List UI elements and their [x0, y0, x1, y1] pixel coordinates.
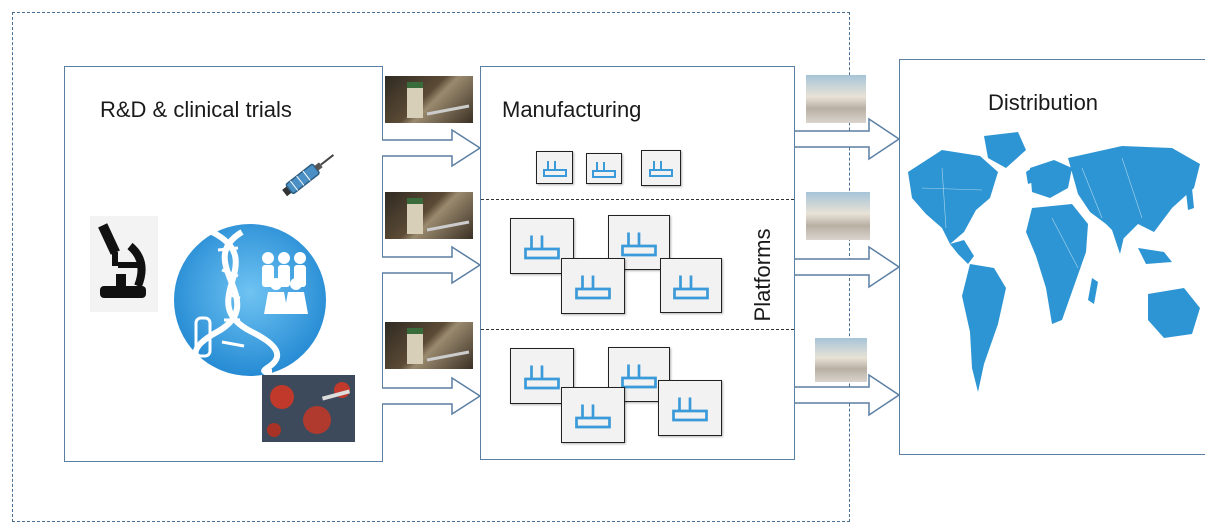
factory-icon: [641, 150, 681, 186]
factory-icon: [660, 258, 722, 313]
dna-people-icon: [174, 224, 326, 376]
vaccine-vials-image: [806, 192, 870, 240]
coronavirus-image: [262, 375, 355, 442]
factory-icon: [561, 258, 625, 314]
platform-divider: [481, 199, 794, 200]
arrow-right: [795, 117, 901, 161]
world-map: [908, 132, 1200, 392]
vaccine-vial-image: [385, 76, 473, 123]
factory-icon: [658, 380, 722, 436]
arrow-right: [382, 128, 482, 168]
rd-title: R&D & clinical trials: [100, 97, 292, 122]
arrow-right: [795, 245, 901, 289]
arrow-right: [795, 373, 901, 417]
factory-icon: [608, 215, 670, 270]
vaccine-vials-image: [815, 338, 867, 382]
factory-icon: [536, 151, 573, 184]
manufacturing-title: Manufacturing: [502, 97, 642, 122]
platforms-label: Platforms: [750, 228, 775, 322]
platform-divider: [481, 329, 794, 330]
vaccine-vial-image: [385, 322, 473, 369]
factory-icon: [586, 153, 622, 184]
arrow-right: [382, 376, 482, 416]
distribution-title: Distribution: [988, 90, 1099, 115]
syringe-icon: [282, 154, 335, 197]
vaccine-vials-image: [806, 75, 866, 123]
factory-icon: [561, 387, 625, 443]
vaccine-vial-image: [385, 192, 473, 239]
microscope-icon: [90, 216, 158, 312]
arrow-right: [382, 245, 482, 285]
